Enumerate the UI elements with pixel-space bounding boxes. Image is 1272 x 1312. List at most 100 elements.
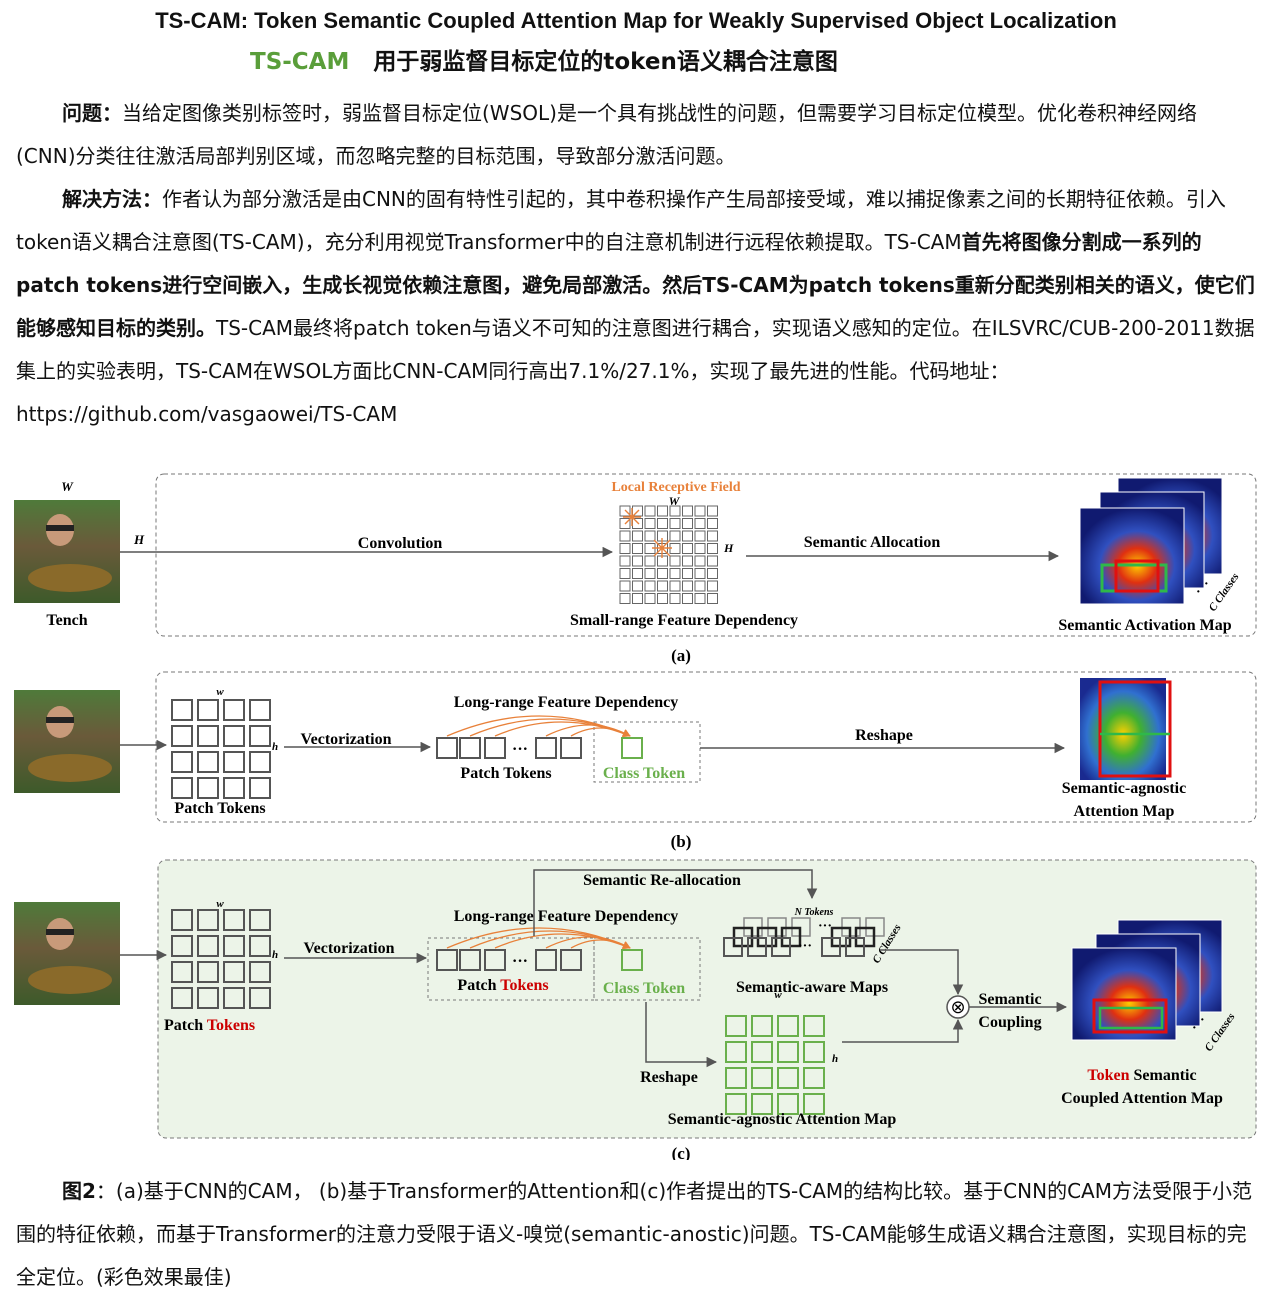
feature-cell: [632, 518, 643, 529]
title-abbr: TS-CAM: [250, 49, 350, 75]
aware-token: [747, 937, 767, 957]
c-n-tokens: N Tokens: [794, 907, 834, 918]
patch-token: [535, 949, 557, 971]
feature-cell: [669, 580, 681, 592]
a-lrf-label: Local Receptive Field: [611, 480, 740, 495]
patch-cell: [197, 987, 219, 1009]
problem-label: 问题：: [62, 101, 122, 125]
feature-cell: [682, 593, 693, 604]
aware-token: [845, 937, 865, 957]
feature-cell: [669, 518, 681, 529]
b-vectorization-label: Vectorization: [301, 731, 392, 748]
aware-token: [723, 937, 743, 957]
feature-cell: [632, 580, 643, 592]
c-reshape-arrow: [645, 1002, 718, 1068]
feature-cell: [644, 568, 656, 579]
feature-cell: [632, 530, 643, 542]
patch-cell: [223, 935, 245, 957]
patch-cell: [223, 699, 245, 721]
b-reshape-label: Reshape: [855, 727, 913, 744]
feature-cell: [644, 555, 656, 567]
solution-text-1: 作者认为部分激活是由CNN的固有特性引起的，其中卷积操作产生局部接受域，难以捕捉…: [16, 187, 1226, 254]
c-dependency-arcs: [446, 927, 631, 950]
c-out-token-word: Token: [1087, 1067, 1129, 1084]
feature-cell: [657, 568, 668, 579]
feature-cell: [707, 568, 718, 579]
a-dots: ·: [1196, 585, 1201, 600]
c-h-label: h: [272, 949, 278, 961]
feature-cell: [707, 505, 718, 517]
a-grid-h: H: [723, 541, 734, 555]
feature-cell: [707, 543, 718, 554]
c-panel-label: (c): [672, 1144, 691, 1160]
b-class-token-box: [593, 721, 701, 783]
c-token-row: [436, 949, 582, 971]
c-w-label: w: [216, 898, 224, 910]
a-sam-label: Semantic Activation Map: [1058, 617, 1231, 634]
c-out-label-2: Coupled Attention Map: [1061, 1090, 1223, 1107]
solution-paragraph: 解决方法：作者认为部分激活是由CNN的固有特性引起的，其中卷积操作产生局部接受域…: [16, 178, 1256, 436]
attention-cell: [725, 1067, 747, 1089]
feature-cell: [644, 593, 656, 604]
feature-cell: [619, 593, 631, 604]
c-aware-to-couple-arrow: [880, 949, 964, 996]
c-sa-dots-2: ···: [798, 939, 812, 954]
b-attention-map: [1080, 678, 1172, 780]
patch-cell: [249, 699, 271, 721]
b-panel-label: (b): [671, 832, 692, 851]
attention-cell: [803, 1067, 825, 1089]
abstract: 问题：当给定图像类别标签时，弱监督目标定位(WSOL)是一个具有挑战性的问题，但…: [16, 92, 1256, 436]
c-reshape-label: Reshape: [640, 1069, 698, 1086]
title-cn-text: 用于弱监督目标定位的token语义耦合注意图: [373, 49, 838, 75]
c-agnostic-to-couple-arrow: [842, 1018, 964, 1043]
feature-cell: [694, 505, 706, 517]
b-h-label: h: [272, 741, 278, 753]
c-grid-w: w: [774, 989, 782, 1001]
solution-text-2: TS-CAM最终将patch token与语义不可知的注意图进行耦合，实现语义感…: [16, 316, 1255, 426]
feature-cell: [632, 543, 643, 554]
b-sa-map-label-1: Semantic-agnostic: [1062, 780, 1186, 797]
feature-cell: [682, 543, 693, 554]
feature-cell: [707, 593, 718, 604]
feature-cell: [669, 530, 681, 542]
c-otimes-symbol: ⊗: [950, 997, 965, 1017]
feature-cell: [619, 518, 631, 529]
patch-cell: [197, 777, 219, 799]
a-panel-label: (a): [671, 646, 691, 665]
c-sa-attention-label: Semantic-agnostic Attention Map: [668, 1111, 897, 1128]
feature-cell: [619, 580, 631, 592]
aware-token: [771, 937, 791, 957]
patch-cell: [249, 935, 271, 957]
b-sa-map-label-2: Attention Map: [1074, 803, 1175, 820]
attention-cell: [803, 1015, 825, 1037]
patch-cell: [223, 725, 245, 747]
patch-cell: [223, 909, 245, 931]
feature-cell: [707, 518, 718, 529]
feature-cell: [619, 568, 631, 579]
a-w-label: W: [61, 479, 74, 494]
c-out-semantic-word: Semantic: [1134, 1067, 1197, 1084]
panel-b: w h Patch Tokens Vectorization Long-rang…: [14, 671, 1257, 851]
feature-cell: [632, 568, 643, 579]
c-output-maps-stack: · ·: [1071, 919, 1223, 1041]
patch-cell: [171, 909, 193, 931]
solution-label: 解决方法：: [62, 187, 162, 211]
c-semantic-aware-stack: [723, 917, 885, 957]
patch-token: [459, 949, 481, 971]
feature-cell: [694, 555, 706, 567]
a-receptive-stars: [623, 508, 672, 558]
a-small-range-label: Small-range Feature Dependency: [570, 612, 798, 629]
c-out-label-1: Token Semantic: [1087, 1067, 1196, 1084]
patch-cell: [171, 961, 193, 983]
attention-cell: [803, 1093, 825, 1115]
c-realloc-arrow: [533, 869, 818, 936]
feature-cell: [669, 593, 681, 604]
feature-cell: [632, 593, 643, 604]
patch-token: [560, 737, 582, 759]
paper-title-cn: TS-CAM 用于弱监督目标定位的token语义耦合注意图: [250, 42, 838, 76]
patch-token: [484, 737, 506, 759]
feature-cell: [682, 568, 693, 579]
patch-cell: [171, 777, 193, 799]
feature-cell: [694, 580, 706, 592]
patch-cell: [171, 987, 193, 1009]
